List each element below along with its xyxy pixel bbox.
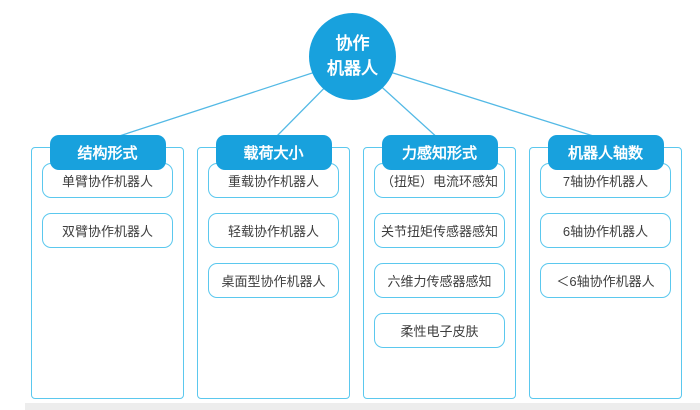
category-header: 机器人轴数 [547,135,664,170]
leaf-node: 双臂协作机器人 [42,213,173,248]
category-column-axes: 机器人轴数 7轴协作机器人 6轴协作机器人 ＜6轴协作机器人 [529,135,682,399]
root-node-label-line2: 机器人 [327,58,378,78]
leaf-node: ＜6轴协作机器人 [540,263,671,298]
leaf-node: 6轴协作机器人 [540,213,671,248]
category-column-structure: 结构形式 单臂协作机器人 双臂协作机器人 [31,135,184,399]
root-node: 协作 机器人 [309,13,396,100]
category-header: 结构形式 [49,135,166,170]
leaf-node: 六维力传感器感知 [374,263,505,298]
bottom-divider [25,403,700,410]
leaf-node: 桌面型协作机器人 [208,263,339,298]
category-column-payload: 载荷大小 重载协作机器人 轻载协作机器人 桌面型协作机器人 [197,135,350,399]
leaf-node: 柔性电子皮肤 [374,313,505,348]
root-node-label-line1: 协作 [335,33,370,53]
leaf-node: 轻载协作机器人 [208,213,339,248]
category-header: 载荷大小 [215,135,332,170]
leaf-node: 关节扭矩传感器感知 [374,213,505,248]
category-column-force-sensing: 力感知形式 （扭矩）电流环感知 关节扭矩传感器感知 六维力传感器感知 柔性电子皮… [363,135,516,399]
category-header: 力感知形式 [381,135,498,170]
